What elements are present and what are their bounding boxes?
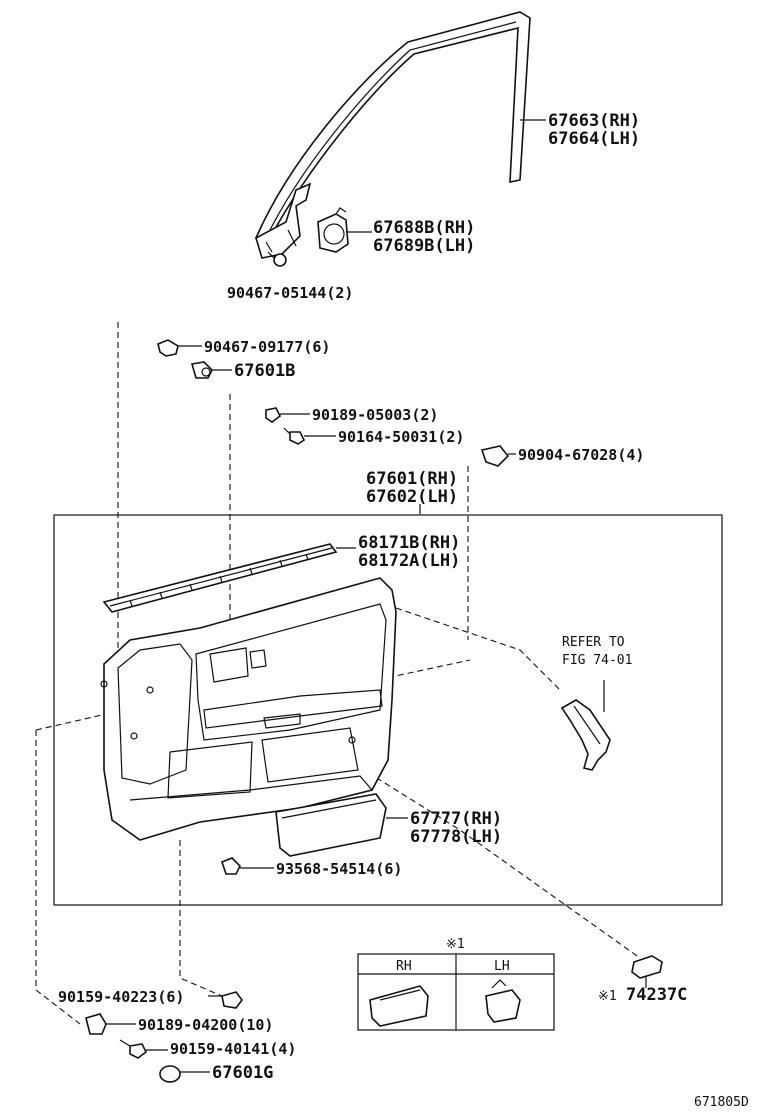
screw-90189-05003 [265,407,310,423]
note-mark-74237c: ※1 [598,989,617,1004]
lamp-74237c [631,955,663,988]
label-90164-50031: 90164-50031(2) [338,428,464,446]
label-67601g: 67601G [212,1063,273,1083]
weatherstrip-68171b [102,543,356,613]
label-67777: 67777(RH) [410,809,502,829]
note-mark: ※1 [446,937,465,952]
label-refer-fig: FIG 74-01 [562,653,632,668]
label-90467-09177: 90467-09177(6) [204,338,330,356]
label-90189-05003: 90189-05003(2) [312,406,438,424]
clip-90904-67028 [480,445,516,467]
label-67688b: 67688B(RH) [373,218,475,238]
clip-93568-54514 [221,857,274,875]
screw-90164-50031 [283,427,336,445]
glass-run-channel [254,11,531,259]
lamp-rh [369,985,429,1027]
figure-code: 671805D [694,1095,749,1110]
bolt-90467-05144 [267,251,287,267]
cap-67601g [159,1065,210,1083]
screw-90159-40141 [119,1039,168,1059]
label-68171b: 68171B(RH) [358,533,460,553]
inside-handle [560,680,611,771]
assembly-box [53,514,723,906]
label-refer-to: REFER TO [562,635,625,650]
clip-67601b [190,361,232,379]
clip-67688b [317,207,349,253]
clip-90189-04200 [85,1013,136,1035]
label-90189-04200: 90189-04200(10) [138,1016,273,1034]
pocket-67777 [275,793,408,857]
label-90904-67028: 90904-67028(4) [518,446,644,464]
label-67601: 67601(RH) [366,469,458,489]
lamp-lh [485,979,521,1023]
label-67778: 67778(LH) [410,827,502,847]
label-90159-40141: 90159-40141(4) [170,1040,296,1058]
label-74237c: 74237C [626,985,687,1005]
bolt-90467-09177 [157,339,202,357]
label-67663: 67663(RH) [548,111,640,131]
label-67689b: 67689B(LH) [373,236,475,256]
door-trim-panel [100,577,397,841]
label-68172a: 68172A(LH) [358,551,460,571]
label-90159-40223: 90159-40223(6) [58,988,184,1006]
label-67664: 67664(LH) [548,129,640,149]
label-67601b: 67601B [234,361,295,381]
label-90467-05144: 90467-05144(2) [227,284,353,302]
label-67602: 67602(LH) [366,487,458,507]
note-rh: RH [396,959,412,974]
label-93568-54514: 93568-54514(6) [276,860,402,878]
note-lh: LH [494,959,510,974]
bolt-90159-40223 [208,991,243,1009]
